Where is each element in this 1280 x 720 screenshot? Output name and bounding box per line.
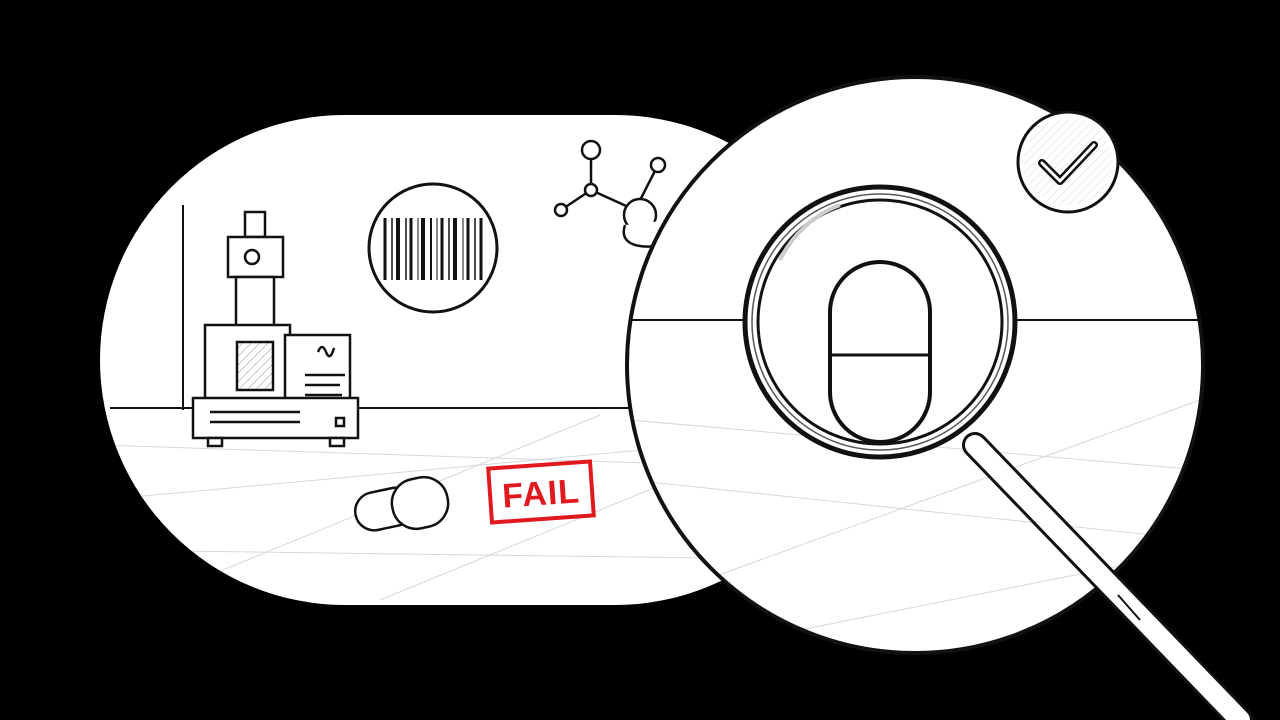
barcode-circle-icon	[367, 182, 499, 314]
pill-icon	[828, 260, 932, 444]
checkmark-badge-icon	[1016, 110, 1120, 214]
fail-stamp-text: FAIL	[501, 472, 581, 515]
tablet-press-machine-icon	[191, 210, 360, 448]
fail-stamp: FAIL	[486, 459, 596, 525]
capsule-icon	[353, 475, 450, 532]
